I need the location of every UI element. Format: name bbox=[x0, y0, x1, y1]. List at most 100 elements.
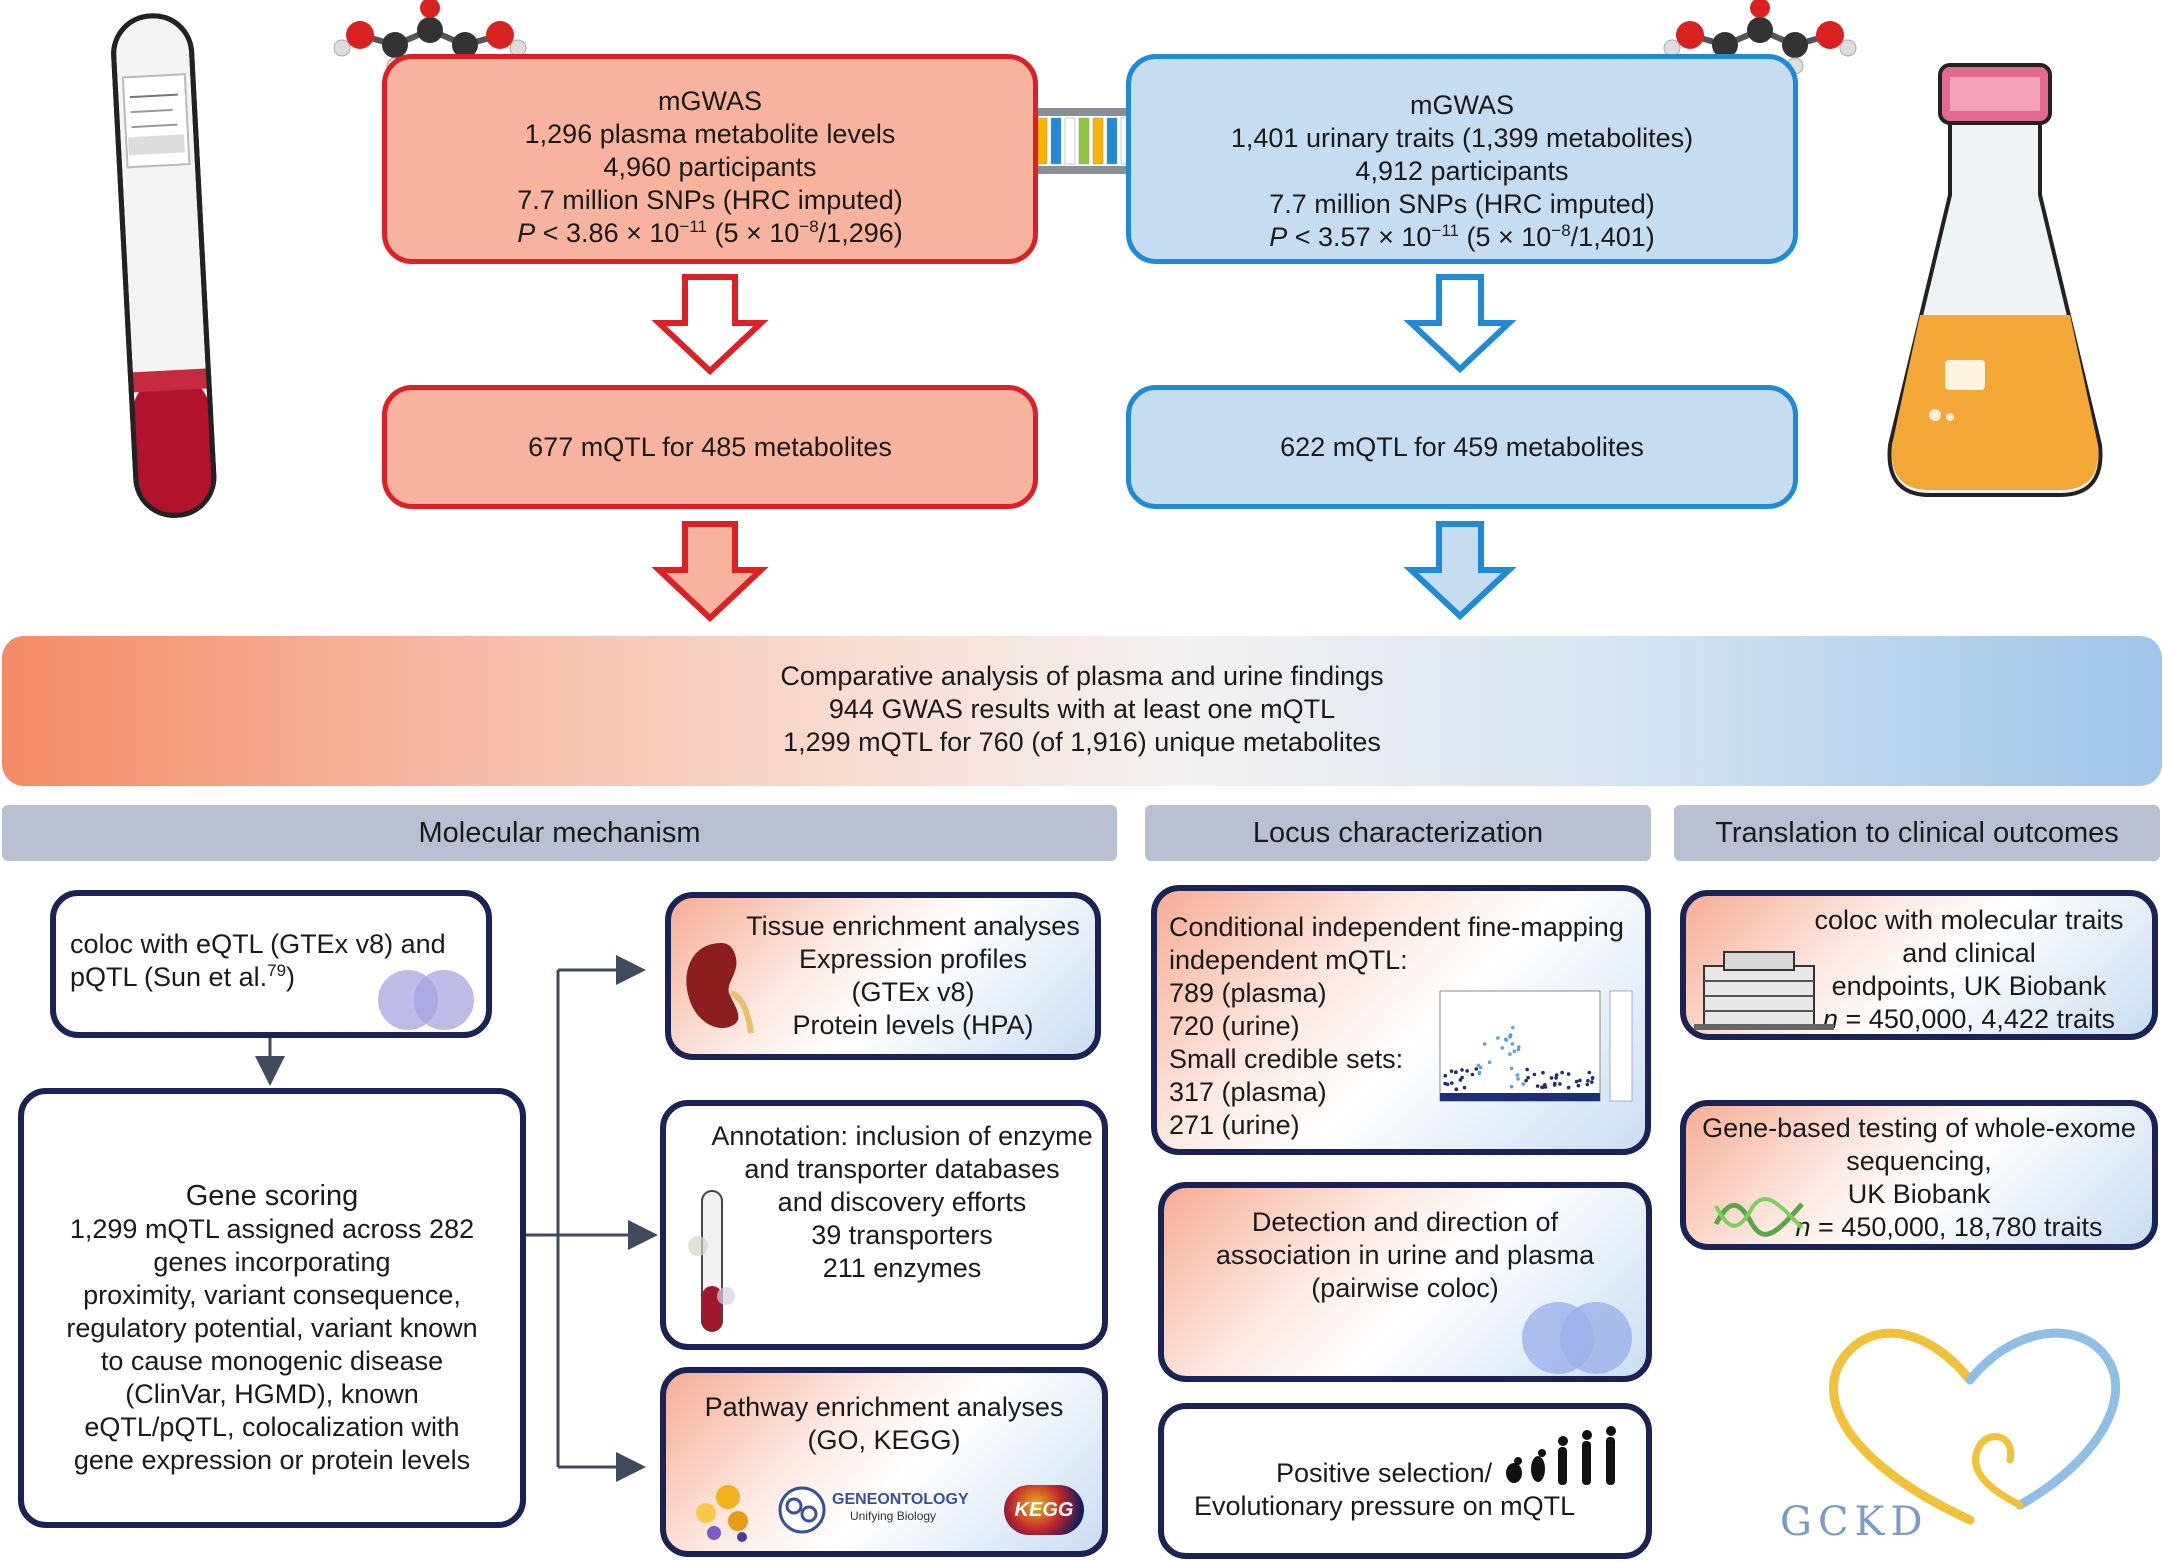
dna-base-pair bbox=[1106, 117, 1118, 165]
tissue-line: Tissue enrichment analyses bbox=[746, 911, 1080, 941]
urine-mgwas-line3: 7.7 million SNPs (HRC imputed) bbox=[1269, 189, 1655, 219]
gene-scoring-line: proximity, variant consequence, bbox=[83, 1280, 461, 1310]
gene-scoring-line: 1,299 mQTL assigned across 282 bbox=[69, 1214, 475, 1244]
arrow-down-icon bbox=[651, 521, 769, 623]
locus-dot bbox=[1576, 1083, 1581, 1088]
pathway-enrichment-box: Pathway enrichment analyses (GO, KEGG) G… bbox=[660, 1367, 1108, 1557]
locus-dot bbox=[1443, 1081, 1447, 1086]
locus-dot bbox=[1541, 1070, 1545, 1075]
locus-dot bbox=[1554, 1073, 1559, 1077]
dna-base-pair bbox=[1078, 117, 1090, 165]
plasma-mgwas-threshold: P < 3.86 × 10−11 (5 × 10−8/1,296) bbox=[517, 217, 903, 248]
locus-dot bbox=[1566, 1072, 1571, 1076]
exome-testing-box: Gene-based testing of whole-exome sequen… bbox=[1680, 1100, 2158, 1250]
annotation-line: 211 enzymes bbox=[822, 1253, 982, 1283]
locus-dot bbox=[1465, 1069, 1469, 1073]
locus-dot bbox=[1549, 1076, 1554, 1080]
gene-scoring-line: genes incorporating bbox=[153, 1247, 391, 1277]
locus-dot bbox=[1509, 1066, 1514, 1071]
coloc-eqtl-line2: pQTL (Sun et al.79) bbox=[70, 961, 296, 992]
clinical-coloc-box: coloc with molecular traits and clinical… bbox=[1680, 890, 2158, 1040]
plasma-mqtl-text: 677 mQTL for 485 metabolites bbox=[528, 431, 892, 462]
clinical-line: endpoints, UK Biobank bbox=[1831, 971, 2107, 1001]
locus-dot bbox=[1554, 1076, 1558, 1080]
locus-dot bbox=[1470, 1072, 1475, 1077]
locus-dot bbox=[1460, 1068, 1464, 1072]
dna-base-pair bbox=[1064, 117, 1076, 165]
kegg-logo-text: KEGG bbox=[1014, 1499, 1074, 1521]
pathway-line: (GO, KEGG) bbox=[807, 1425, 961, 1455]
positive-selection-box: Positive selection/ Evolutionary pressur… bbox=[1158, 1403, 1652, 1559]
finemap-line: 271 (urine) bbox=[1169, 1110, 1300, 1140]
test-tube-icon bbox=[688, 1190, 735, 1332]
plasma-mgwas-box: mGWAS 1,296 plasma metabolite levels 4,9… bbox=[382, 54, 1038, 264]
molecule-icon-left bbox=[333, 0, 527, 75]
locus-dot bbox=[1476, 1063, 1481, 1068]
comparative-line3: 1,299 mQTL for 760 (of 1,916) unique met… bbox=[783, 727, 1381, 757]
coloc-eqtl-line1: coloc with eQTL (GTEx v8) and bbox=[70, 929, 446, 959]
locus-dot bbox=[1449, 1069, 1454, 1073]
locus-dot bbox=[1535, 1084, 1540, 1088]
finemap-line: Small credible sets: bbox=[1169, 1044, 1404, 1074]
kidney-icon bbox=[686, 943, 754, 1034]
annotation-line: and discovery efforts bbox=[777, 1187, 1027, 1217]
locus-dot bbox=[1515, 1073, 1519, 1077]
locus-dot bbox=[1454, 1087, 1459, 1091]
exome-n-line: n = 450,000, 18,780 traits bbox=[1795, 1212, 2103, 1242]
tissue-line: (GTEx v8) bbox=[851, 977, 975, 1007]
dna-base-pair bbox=[1036, 117, 1048, 165]
locus-dot bbox=[1558, 1082, 1562, 1086]
locus-dot bbox=[1454, 1070, 1458, 1074]
reactome-logo-icon bbox=[696, 1485, 748, 1542]
gene-scoring-line: (ClinVar, HGMD), known bbox=[125, 1379, 419, 1409]
dna-helix-icon bbox=[1713, 1196, 1804, 1237]
annotation-line: and transporter databases bbox=[744, 1154, 1060, 1184]
comparative-analysis-band: Comparative analysis of plasma and urine… bbox=[2, 636, 2162, 786]
locus-dot bbox=[1496, 1036, 1500, 1040]
finemap-line: 789 (plasma) bbox=[1169, 978, 1327, 1008]
locus-dot bbox=[1458, 1078, 1463, 1082]
locus-dot bbox=[1526, 1075, 1530, 1080]
urine-mgwas-line2: 4,912 participants bbox=[1355, 156, 1569, 186]
header-locus-characterization: Locus characterization bbox=[1145, 805, 1651, 861]
clinical-line: and clinical bbox=[1902, 938, 2036, 968]
urine-mgwas-box: mGWAS 1,401 urinary traits (1,399 metabo… bbox=[1126, 54, 1798, 264]
gene-ontology-logo: GENEONTOLOGY Unifying Biology bbox=[776, 1485, 976, 1535]
detection-line: (pairwise coloc) bbox=[1311, 1273, 1499, 1303]
tissue-enrichment-box: Tissue enrichment analyses Expression pr… bbox=[665, 892, 1101, 1060]
plasma-mgwas-line1: 1,296 plasma metabolite levels bbox=[524, 119, 896, 149]
arrow-down-icon bbox=[1403, 521, 1517, 621]
locus-dot bbox=[1487, 1060, 1492, 1064]
finemap-line: 720 (urine) bbox=[1169, 1011, 1300, 1041]
gene-scoring-line: gene expression or protein levels bbox=[73, 1445, 471, 1475]
urine-mgwas-title: mGWAS bbox=[1410, 90, 1514, 120]
locus-dot bbox=[1450, 1081, 1454, 1085]
exome-line: UK Biobank bbox=[1847, 1179, 1991, 1209]
exome-line: sequencing, bbox=[1846, 1146, 1992, 1176]
locus-dot bbox=[1482, 1042, 1487, 1046]
plasma-mgwas-title: mGWAS bbox=[658, 86, 762, 116]
locus-dot bbox=[1477, 1070, 1482, 1075]
hospital-building-icon bbox=[1694, 951, 1834, 1030]
locus-dot bbox=[1508, 1033, 1513, 1037]
selection-line1: Positive selection/ bbox=[1276, 1458, 1493, 1488]
selection-line2: Evolutionary pressure on mQTL bbox=[1194, 1491, 1576, 1521]
locus-dot bbox=[1560, 1070, 1564, 1075]
locus-dot bbox=[1553, 1081, 1557, 1086]
clinical-line: coloc with molecular traits bbox=[1814, 905, 2124, 935]
locus-dot bbox=[1543, 1085, 1548, 1089]
gene-ontology-logo-text: GENEONTOLOGY bbox=[832, 1491, 969, 1508]
locus-dot bbox=[1574, 1079, 1579, 1084]
locus-dot bbox=[1512, 1049, 1517, 1053]
gene-scoring-line: eQTL/pQTL, colocalization with bbox=[84, 1412, 460, 1442]
kegg-logo: KEGG bbox=[1004, 1485, 1084, 1535]
gene-scoring-line: to cause monogenic disease bbox=[100, 1346, 444, 1376]
locus-plot-thumbnail-icon bbox=[1439, 990, 1633, 1102]
locus-dot bbox=[1511, 1025, 1515, 1030]
locus-dot bbox=[1462, 1085, 1467, 1090]
comparative-line2: 944 GWAS results with at least one mQTL bbox=[828, 694, 1336, 724]
finemap-line: 317 (plasma) bbox=[1169, 1077, 1327, 1107]
dna-base-pair bbox=[1050, 117, 1062, 165]
gene-scoring-title: Gene scoring bbox=[185, 1180, 359, 1212]
gene-ontology-icon bbox=[778, 1486, 826, 1534]
